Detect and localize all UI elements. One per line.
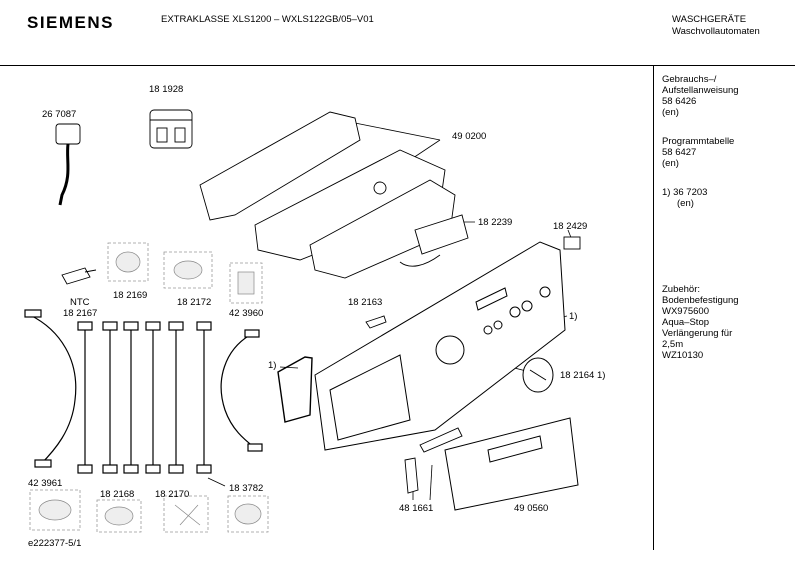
footnote-number: 1) 36 7203 xyxy=(662,187,708,198)
accessory-2-name-line-3: 2,5m xyxy=(662,339,684,350)
accessory-1-name: Bodenbefestigung xyxy=(662,295,739,306)
part-label-267087: 26 7087 xyxy=(42,109,77,120)
part-label-423961: 42 3961 xyxy=(28,478,63,489)
detergent-drawer xyxy=(444,417,579,511)
part-label-ntc: NTC xyxy=(70,297,90,308)
category-line-1: WASCHGERÄTE xyxy=(672,14,747,25)
clip-part xyxy=(563,236,581,250)
part-label-182168: 18 2168 xyxy=(100,489,135,500)
part-label-182429: 18 2429 xyxy=(553,221,588,232)
note-1-left: 1) xyxy=(268,360,277,371)
header-divider xyxy=(0,65,795,66)
part-label-182170: 18 2170 xyxy=(155,489,190,500)
accessory-1-number: WX975600 xyxy=(662,306,710,317)
optional-parts xyxy=(29,242,269,533)
program-number: 58 6427 xyxy=(662,147,697,158)
part-label-182167: 18 2167 xyxy=(63,308,98,319)
part-label-182163: 18 2163 xyxy=(348,297,383,308)
note-1-right: 1) xyxy=(569,311,578,322)
spring-part xyxy=(365,315,387,329)
electronic-module xyxy=(199,111,456,279)
brand-logo: SIEMENS xyxy=(27,13,115,32)
display-window xyxy=(399,214,469,267)
accessory-2-name-line-2: Verlängerung für xyxy=(662,328,733,339)
part-label-490200: 49 0200 xyxy=(452,131,487,142)
program-label: Programmtabelle xyxy=(662,136,735,147)
part-label-182239: 18 2239 xyxy=(478,217,513,228)
manual-line-1: Gebrauchs–/ xyxy=(662,74,717,85)
part-label-490560: 49 0560 xyxy=(514,503,549,514)
drawer-lever xyxy=(404,427,463,494)
footnote-lang: (en) xyxy=(677,198,694,209)
manual-lang: (en) xyxy=(662,107,679,118)
category-line-2: Waschvollautomaten xyxy=(672,26,760,37)
mains-cable xyxy=(55,123,81,206)
part-label-182169: 18 2169 xyxy=(113,290,148,301)
drawing-id: e222377-5/1 xyxy=(28,538,82,549)
program-knob xyxy=(522,357,554,393)
part-label-481661: 48 1661 xyxy=(399,503,434,514)
accessories-title: Zubehör: xyxy=(662,284,701,295)
program-lang: (en) xyxy=(662,158,679,169)
accessory-2-name-line-1: Aqua–Stop xyxy=(662,317,710,328)
sidebar-divider xyxy=(653,65,654,550)
part-label-423960: 42 3960 xyxy=(229,308,264,319)
wire-harnesses xyxy=(24,309,263,474)
part-label-181928: 18 1928 xyxy=(149,84,184,95)
part-label-182164: 18 2164 1) xyxy=(560,370,606,381)
gasket xyxy=(277,356,313,423)
accessory-2-number: WZ10130 xyxy=(662,350,704,361)
part-label-183782: 18 3782 xyxy=(229,483,264,494)
exploded-parts-drawing xyxy=(24,109,581,533)
interference-suppressor xyxy=(149,109,193,149)
control-panel xyxy=(314,241,566,451)
manual-number: 58 6426 xyxy=(662,96,697,107)
model-title: EXTRAKLASSE XLS1200 – WXLS122GB/05–V01 xyxy=(161,14,374,25)
part-label-182172: 18 2172 xyxy=(177,297,212,308)
manual-line-2: Aufstellanweisung xyxy=(662,85,739,96)
ntc-sensor xyxy=(61,267,97,285)
